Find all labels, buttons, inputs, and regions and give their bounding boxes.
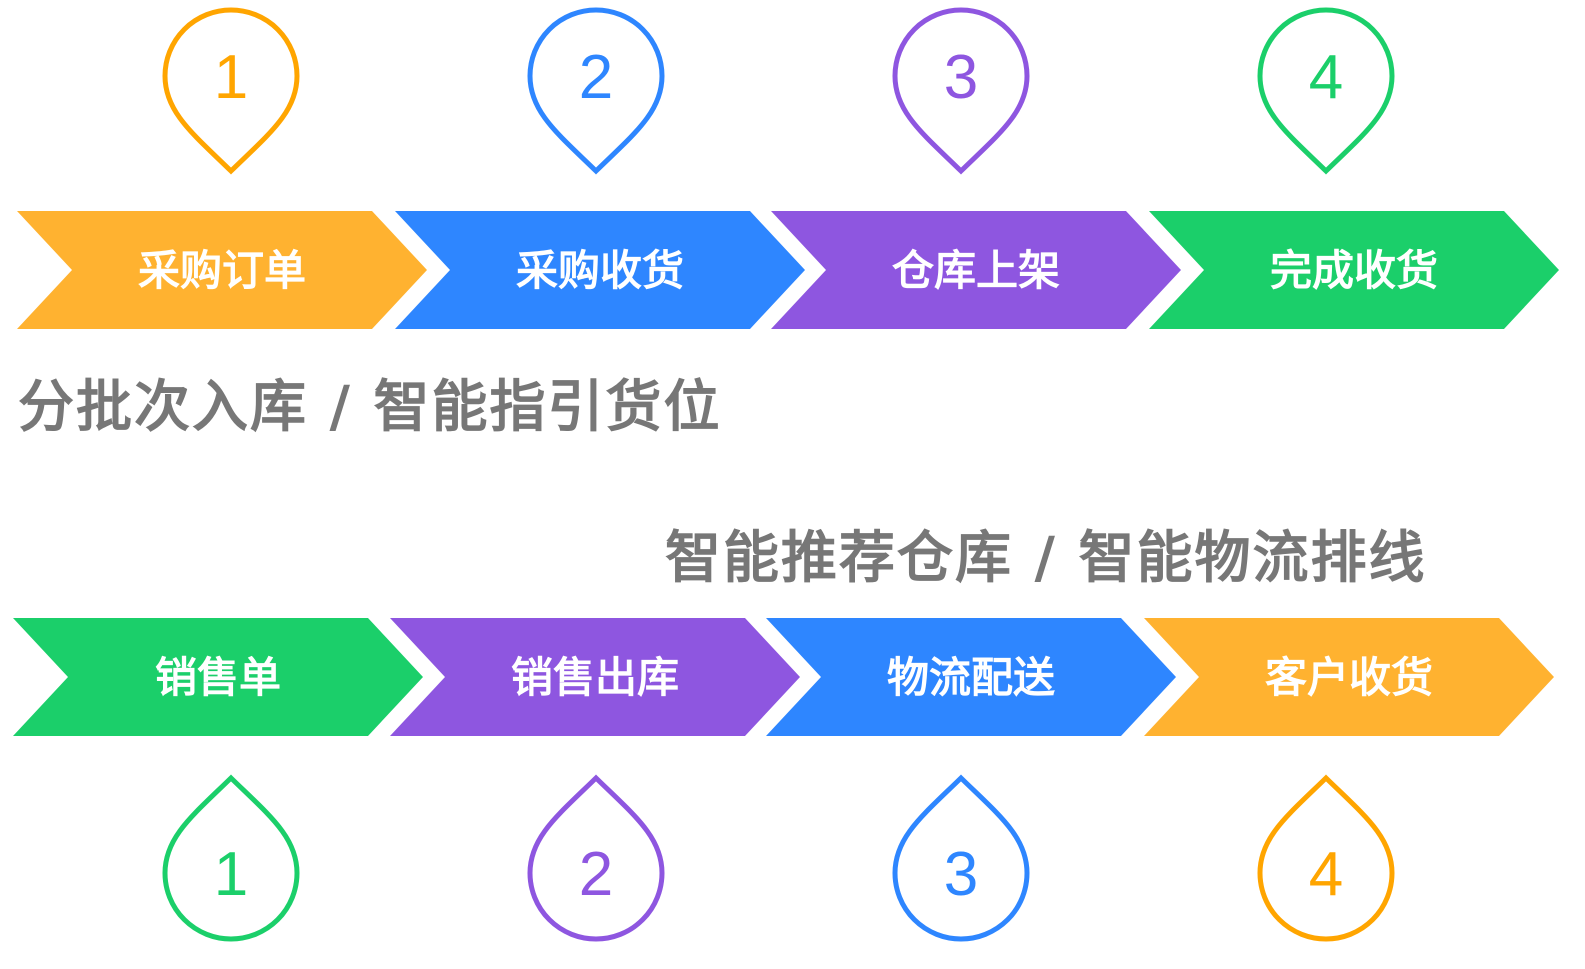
inbound-step-3-chevron	[771, 211, 1181, 329]
outbound-step-2-chevron	[390, 618, 800, 736]
inbound-step-1-pin-icon	[162, 7, 300, 175]
inbound-step-4-label: 完成收货	[1270, 246, 1438, 295]
outbound-step-4-chevron	[1144, 618, 1554, 736]
inbound-step-1-label: 采购订单	[138, 246, 306, 295]
inbound-step-1-number: 1	[214, 43, 248, 112]
inbound-step-4-number: 4	[1309, 43, 1343, 112]
outbound-step-1-chevron	[13, 618, 423, 736]
outbound-caption: 智能推荐仓库 / 智能物流排线	[665, 526, 1427, 591]
inbound-step-3-number: 3	[944, 43, 978, 112]
outbound-step-4-label: 客户收货	[1265, 653, 1433, 702]
inbound-step-3-label: 仓库上架	[892, 246, 1060, 295]
inbound-step-2-chevron	[395, 211, 805, 329]
inbound-step-3-pin-icon	[892, 7, 1030, 175]
outbound-step-4-pin-icon	[1257, 774, 1395, 942]
inbound-step-4-pin-icon	[1257, 7, 1395, 175]
inbound-step-2-number: 2	[579, 43, 613, 112]
inbound-step-1-chevron	[17, 211, 427, 329]
outbound-step-2-label: 销售出库	[511, 653, 679, 702]
outbound-step-1-pin-icon	[162, 774, 300, 942]
outbound-step-2-number: 2	[579, 840, 613, 909]
outbound-step-3-number: 3	[944, 840, 978, 909]
outbound-step-3-label: 物流配送	[887, 653, 1055, 702]
outbound-step-3-chevron	[766, 618, 1176, 736]
outbound-step-2-pin-icon	[527, 774, 665, 942]
outbound-step-1-label: 销售单	[155, 653, 281, 702]
outbound-step-3-pin-icon	[892, 774, 1030, 942]
outbound-step-4-number: 4	[1309, 840, 1343, 909]
inbound-caption: 分批次入库 / 智能指引货位	[18, 375, 722, 440]
inbound-step-2-label: 采购收货	[516, 246, 684, 295]
inbound-step-4-chevron	[1149, 211, 1559, 329]
inbound-step-2-pin-icon	[527, 7, 665, 175]
outbound-step-1-number: 1	[214, 840, 248, 909]
